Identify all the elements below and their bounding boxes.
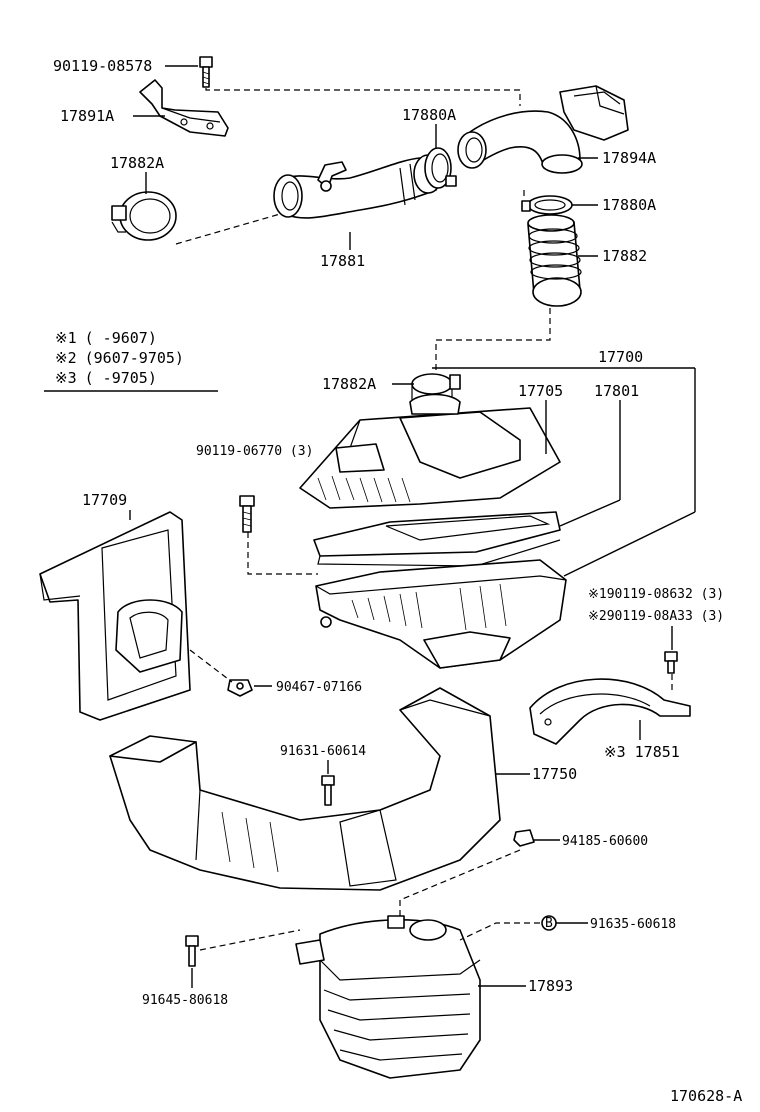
label-assembly: 17700 [598,348,643,366]
cap-ribs [317,475,411,503]
label-bolt-note2: ※290119-08A33 (3) [588,609,724,624]
bolt-90119-06770 [239,495,255,533]
label-hose-elbow: 17894A [602,149,656,167]
label-bolt-note1: ※190119-08632 (3) [588,587,724,602]
label-bolt-b: 91635-60618 [590,917,676,932]
bolt-91631-60614 [321,775,335,806]
label-clip: 90467-07166 [276,680,362,695]
label-hose-main: 17881 [320,252,365,270]
label-element: 17801 [594,382,639,400]
label-nut: 94185-60600 [562,834,648,849]
part-labels: 90119-08578 17891A 17882A 17880A 17894A … [53,57,742,1105]
label-bolt-case: 90119-06770 (3) [196,444,313,459]
legend-row-1: ※1( -9607) [55,329,157,347]
elbow-17894A [457,85,629,174]
clamp-17880A-mid [424,147,457,189]
duct-17709 [39,511,191,721]
diagram-id: 170628-A [670,1087,742,1105]
bracket-17851 [529,678,691,745]
b-mark-text: B [545,916,553,931]
bolt-91645-80618 [185,935,199,967]
label-resonator: 17893 [528,977,573,995]
resonator-17893 [295,915,481,1079]
label-clamp-lower: 17882A [322,375,376,393]
clamp-17882A-left [111,191,177,241]
label-clamp-left: 17882A [110,154,164,172]
inlet-duct-17750 [109,687,501,891]
label-bracket-right: ※3 17851 [604,743,680,761]
label-hose-bellows: 17882 [602,247,647,265]
label-cap: 17705 [518,382,563,400]
label-bolt-top: 90119-08578 [53,57,152,75]
legend-row-2: ※2(9607-9705) [55,349,184,367]
hose-17881 [273,154,443,219]
air-cleaner-cap-17705 [299,393,561,509]
label-bracket: 17891A [60,107,114,125]
label-duct-side: 17709 [82,491,127,509]
label-clamp-mid: 17880A [402,106,456,124]
bolt-90119-08632 [664,651,678,674]
legend: ※1( -9607) ※2(9607-9705) ※3( -9705) [44,329,218,392]
dashed-connections [175,88,673,951]
label-clamp-right: 17880A [602,196,656,214]
duct-ribs [221,811,279,873]
label-bolt-duct: 91631-60614 [280,744,366,759]
clip-90467-07166 [227,679,253,697]
nut-94185-60600 [513,829,535,847]
leader-lines [129,65,696,988]
case-ribs [351,583,507,631]
legend-row-3: ※3( -9705) [55,369,157,387]
air-cleaner-case [315,559,567,669]
b-circle-icon: B [541,915,557,931]
clamp-17880A-right [521,195,573,215]
label-duct-inlet: 17750 [532,765,577,783]
bellows-17882 [527,214,582,307]
label-bolt-bottom: 91645-80618 [142,993,228,1008]
bolt-head-icon [199,56,213,68]
bolt-90119-08578 [199,56,213,88]
filter-element-17801 [313,511,561,567]
bracket-17891A [139,79,229,137]
